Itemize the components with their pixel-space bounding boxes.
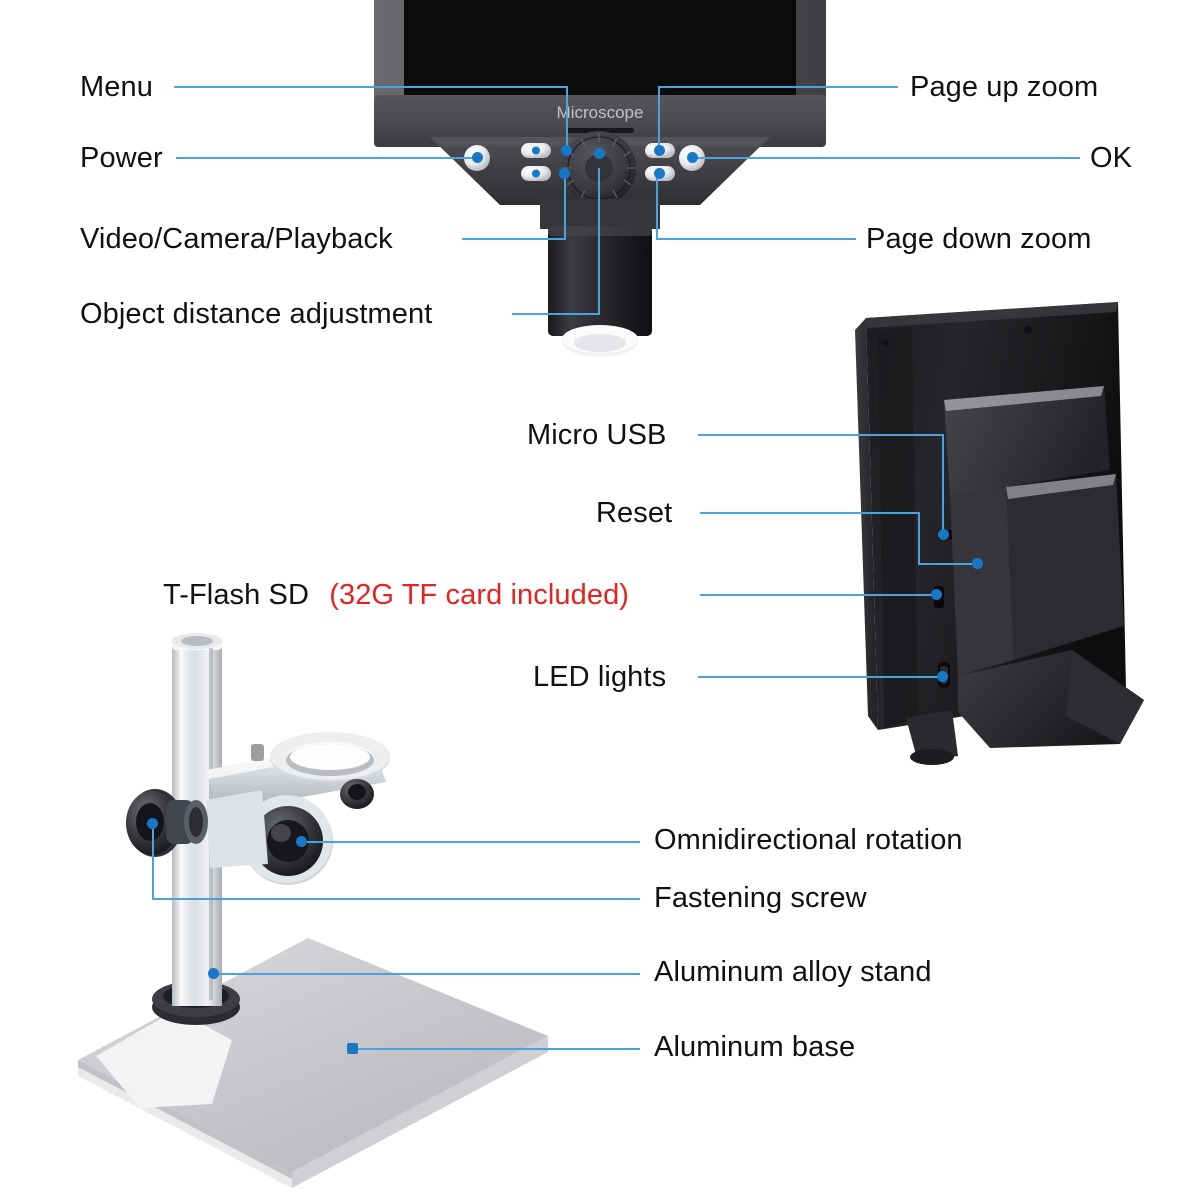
label-ok: OK <box>1090 142 1133 174</box>
dot-power <box>472 152 483 163</box>
leader-led <box>698 676 944 678</box>
dot-ok <box>687 152 698 163</box>
leader-object-distance-rise <box>598 168 600 315</box>
dot-page-down <box>654 168 665 179</box>
microscope-back-view <box>855 302 1144 765</box>
dot-alloy-stand <box>208 968 219 979</box>
leader-power <box>176 157 478 159</box>
label-page-down-zoom: Page down zoom <box>866 223 1092 255</box>
dot-video <box>559 168 570 179</box>
leader-ok <box>692 157 1080 159</box>
dot-object-distance <box>594 148 605 159</box>
dot-tflash <box>931 589 942 600</box>
microscope-front-view: Microscope <box>374 0 826 357</box>
dot-led <box>937 671 948 682</box>
dot-fastening <box>147 818 158 829</box>
leader-menu-drop <box>566 86 568 151</box>
leader-object-distance <box>512 313 600 315</box>
dot-menu <box>561 145 572 156</box>
label-t-flash-sd: T-Flash SD (32G TF card included) <box>163 581 629 610</box>
leader-aluminum-base <box>352 1048 640 1050</box>
leader-page-down-drop <box>656 174 658 240</box>
svg-text:Microscope: Microscope <box>557 103 644 122</box>
label-video-camera-playback: Video/Camera/Playback <box>80 223 393 255</box>
leader-video-rise <box>564 174 566 240</box>
label-object-distance-adjustment: Object distance adjustment <box>80 298 433 330</box>
label-t-flash-sd-note: (32G TF card included) <box>329 579 630 611</box>
leader-reset-c <box>918 563 976 565</box>
leader-menu <box>174 86 568 88</box>
leader-alloy-stand <box>213 973 640 975</box>
leader-micro-usb-drop <box>942 434 944 536</box>
leader-fastening <box>152 898 640 900</box>
label-power: Power <box>80 142 163 174</box>
dot-page-up <box>654 145 665 156</box>
label-aluminum-base: Aluminum base <box>654 1031 856 1063</box>
label-led-lights: LED lights <box>533 661 667 693</box>
label-t-flash-sd-text: T-Flash SD <box>163 579 310 611</box>
dot-aluminum-base <box>347 1043 358 1054</box>
leader-micro-usb <box>698 434 944 436</box>
label-omnidirectional-rotation: Omnidirectional rotation <box>654 824 963 856</box>
label-menu: Menu <box>80 71 153 103</box>
label-reset: Reset <box>596 497 673 529</box>
dot-omni <box>296 836 307 847</box>
leader-page-up-drop <box>658 86 660 151</box>
label-aluminum-alloy-stand: Aluminum alloy stand <box>654 956 932 988</box>
leader-video <box>462 238 566 240</box>
dot-reset <box>972 558 983 569</box>
label-fastening-screw: Fastening screw <box>654 882 867 914</box>
leader-omni <box>300 841 640 843</box>
leader-fastening-rise <box>152 824 154 899</box>
leader-tflash <box>700 594 936 596</box>
leader-reset-a <box>700 512 920 514</box>
dot-micro-usb <box>938 529 949 540</box>
label-page-up-zoom: Page up zoom <box>910 71 1099 103</box>
leader-page-down <box>658 238 856 240</box>
aluminum-stand-assembly <box>78 633 548 1188</box>
leader-page-up <box>660 86 898 88</box>
leader-reset-b <box>918 512 920 564</box>
label-micro-usb: Micro USB <box>527 419 667 451</box>
